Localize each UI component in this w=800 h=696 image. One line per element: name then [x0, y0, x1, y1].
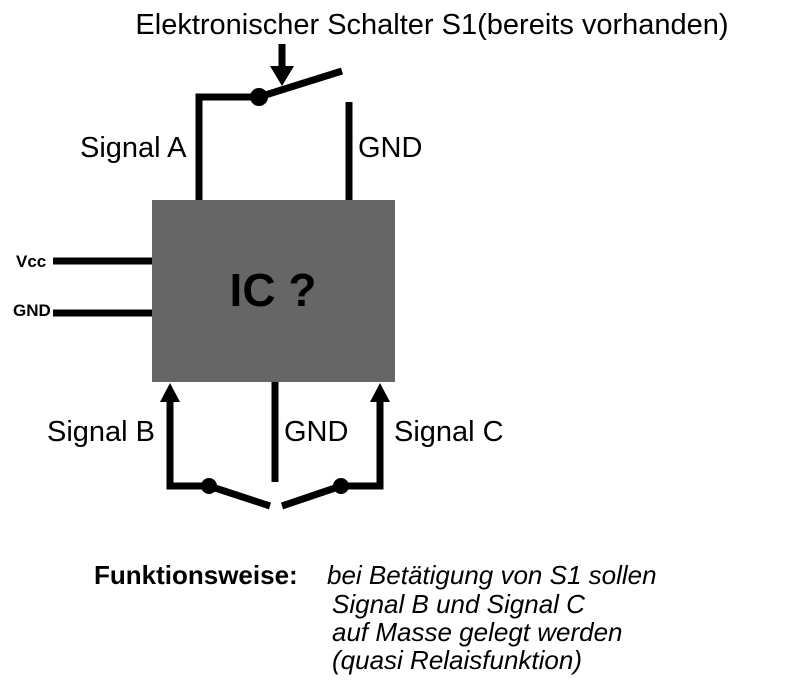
s1-actuator-arrow	[270, 44, 294, 86]
function-line-1: bei Betätigung von S1 sollen	[327, 560, 657, 590]
pin-label-signal-b: Signal B	[47, 416, 155, 448]
ic-body	[152, 200, 395, 382]
ic-label: IC ?	[230, 264, 317, 316]
pin-label-signal-a: Signal A	[80, 132, 187, 164]
pin-label-gnd-bottom: GND	[284, 416, 348, 448]
pin-label-gnd-top: GND	[358, 132, 422, 164]
signal-c-wire	[280, 383, 390, 510]
pin-label-vcc: Vcc	[16, 252, 46, 271]
switch-s1	[195, 67, 353, 200]
signal-b-wire	[160, 383, 272, 510]
function-label: Funktionsweise:	[94, 560, 298, 590]
function-line-3: auf Masse gelegt werden	[332, 617, 623, 647]
pin-label-gnd-left: GND	[13, 301, 51, 320]
function-line-2: Signal B und Signal C	[332, 589, 585, 619]
diagram-title: Elektronischer Schalter S1(bereits vorha…	[135, 9, 728, 41]
pin-label-signal-c: Signal C	[394, 416, 504, 448]
function-line-4: (quasi Relaisfunktion)	[332, 645, 582, 675]
